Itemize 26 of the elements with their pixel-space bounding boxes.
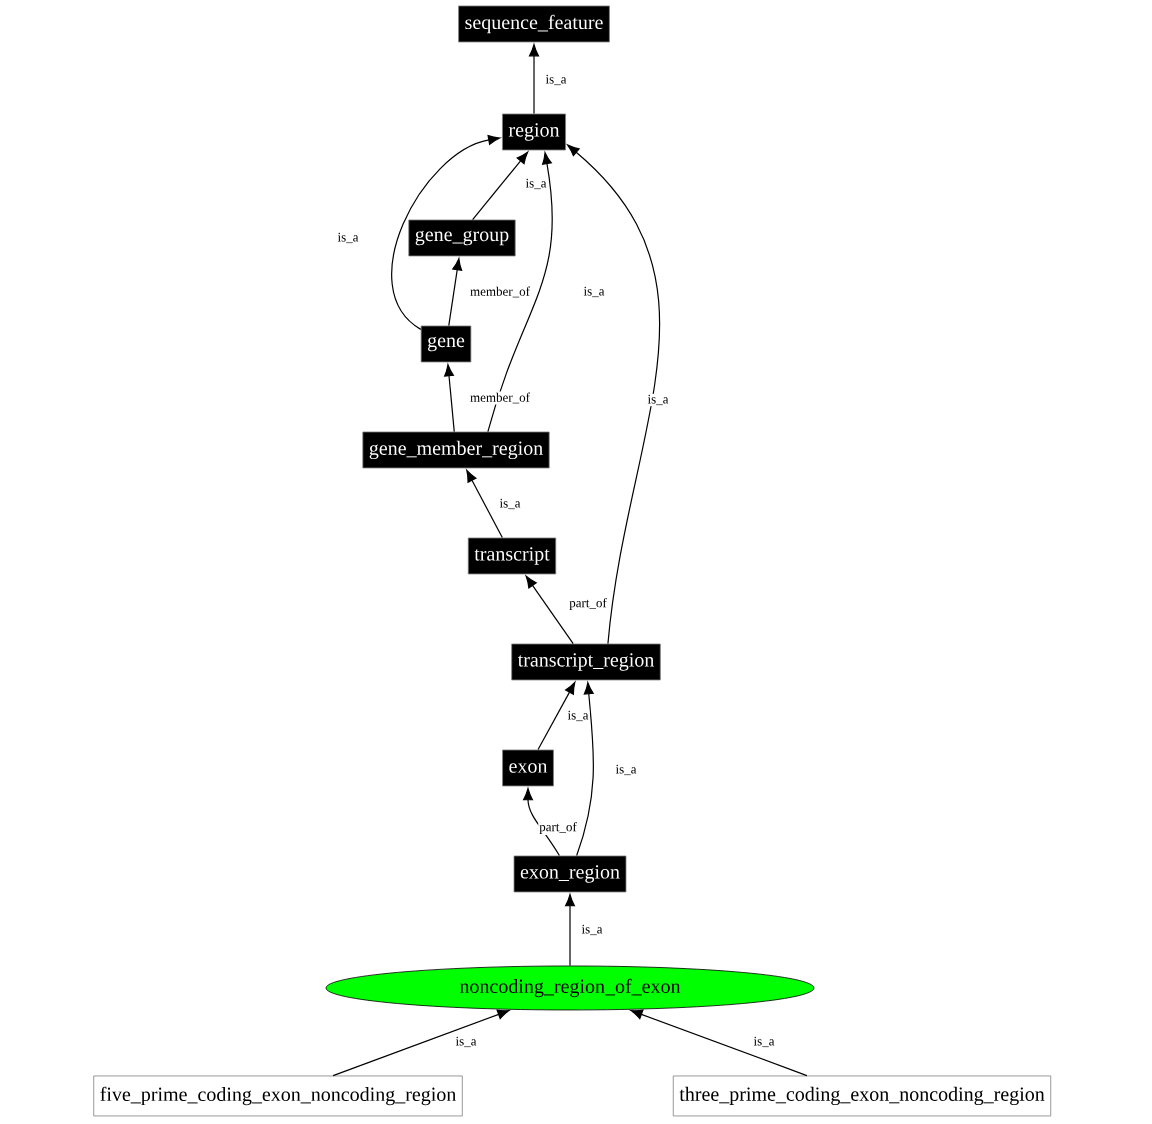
arrow	[522, 788, 560, 857]
term-box: three_prime_coding_exon_noncoding_region	[672, 1075, 1052, 1117]
arrow	[466, 469, 503, 539]
arrow	[567, 144, 661, 645]
arrow	[564, 894, 576, 967]
term-box: exon_region	[513, 855, 627, 893]
arrow	[576, 682, 594, 857]
term-box: gene	[420, 325, 472, 363]
term-box: five_prime_coding_exon_noncoding_region	[93, 1075, 463, 1117]
arrow	[537, 681, 576, 751]
term-box: transcript	[467, 537, 557, 575]
term-box: region	[502, 113, 566, 151]
arrow	[472, 151, 529, 221]
arrow	[525, 575, 574, 645]
term-box: gene_group	[408, 219, 516, 257]
arrow	[391, 134, 501, 330]
arrow	[487, 152, 553, 433]
term-box: sequence_feature	[458, 5, 610, 43]
arrow	[630, 1009, 808, 1077]
term-box: gene_member_region	[362, 431, 550, 469]
term-box: exon	[502, 749, 554, 787]
arrow	[529, 44, 540, 115]
term-box: transcript_region	[511, 643, 661, 681]
arrow	[332, 1009, 510, 1077]
arrow	[448, 258, 463, 327]
arrow	[444, 364, 455, 433]
